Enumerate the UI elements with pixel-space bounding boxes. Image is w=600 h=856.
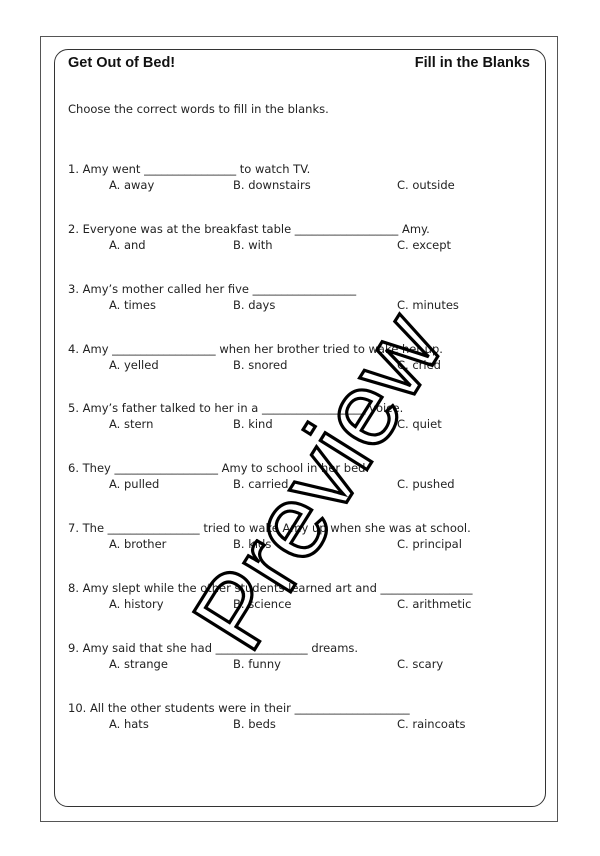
- activity-type: Fill in the Blanks: [414, 55, 530, 71]
- question-item: 4. Amy __________________ when her broth…: [68, 341, 538, 373]
- option-b: B. science: [233, 597, 292, 611]
- instructions: Choose the correct words to fill in the …: [68, 102, 329, 116]
- question-item: 7. The ________________ tried to wake Am…: [68, 520, 538, 552]
- answer-options: A. hats B. beds C. raincoats: [68, 716, 538, 732]
- option-a: A. times: [109, 298, 156, 312]
- question-item: 10. All the other students were in their…: [68, 700, 538, 732]
- option-b: B. days: [233, 298, 276, 312]
- answer-options: A. stern B. kind C. quiet: [68, 416, 538, 432]
- option-c: C. quiet: [397, 417, 442, 431]
- option-a: A. pulled: [109, 477, 160, 491]
- option-c: C. arithmetic: [397, 597, 472, 611]
- answer-options: A. strange B. funny C. scary: [68, 656, 538, 672]
- option-c: C. except: [397, 238, 452, 252]
- option-b: B. downstairs: [233, 178, 311, 192]
- option-c: C. principal: [397, 537, 462, 551]
- page-outer-border: [40, 36, 558, 822]
- option-a: A. history: [109, 597, 164, 611]
- answer-options: A. brother B. kids C. principal: [68, 536, 538, 552]
- question-item: 2. Everyone was at the breakfast table _…: [68, 221, 538, 253]
- question-stem: 4. Amy __________________ when her broth…: [68, 342, 443, 356]
- question-item: 9. Amy said that she had _______________…: [68, 640, 538, 672]
- question-stem: 8. Amy slept while the other students le…: [68, 581, 473, 595]
- option-a: A. yelled: [109, 358, 159, 372]
- option-b: B. beds: [233, 717, 276, 731]
- answer-options: A. and B. with C. except: [68, 237, 538, 253]
- option-a: A. hats: [109, 717, 149, 731]
- option-b: B. with: [233, 238, 273, 252]
- option-a: A. brother: [109, 537, 167, 551]
- answer-options: A. away B. downstairs C. outside: [68, 177, 538, 193]
- option-a: A. away: [109, 178, 155, 192]
- option-c: C. cried: [397, 358, 441, 372]
- question-stem: 10. All the other students were in their…: [68, 701, 410, 715]
- option-a: A. and: [109, 238, 146, 252]
- option-b: B. funny: [233, 657, 281, 671]
- question-item: 8. Amy slept while the other students le…: [68, 580, 538, 612]
- question-stem: 3. Amy’s mother called her five ________…: [68, 282, 357, 296]
- option-c: C. minutes: [397, 298, 459, 312]
- option-a: A. stern: [109, 417, 154, 431]
- question-item: 5. Amy’s father talked to her in a _____…: [68, 400, 538, 432]
- option-a: A. strange: [109, 657, 168, 671]
- option-b: B. kind: [233, 417, 273, 431]
- question-stem: 2. Everyone was at the breakfast table _…: [68, 222, 430, 236]
- option-b: B. snored: [233, 358, 288, 372]
- question-stem: 7. The ________________ tried to wake Am…: [68, 521, 471, 535]
- answer-options: A. times B. days C. minutes: [68, 297, 538, 313]
- question-stem: 5. Amy’s father talked to her in a _____…: [68, 401, 404, 415]
- answer-options: A. history B. science C. arithmetic: [68, 596, 538, 612]
- answer-options: A. yelled B. snored C. cried: [68, 357, 538, 373]
- answer-options: A. pulled B. carried C. pushed: [68, 476, 538, 492]
- worksheet-frame: [54, 49, 546, 807]
- option-b: B. carried: [233, 477, 289, 491]
- question-item: 6. They __________________ Amy to school…: [68, 460, 538, 492]
- question-stem: 6. They __________________ Amy to school…: [68, 461, 370, 475]
- question-item: 3. Amy’s mother called her five ________…: [68, 281, 538, 313]
- option-c: C. scary: [397, 657, 444, 671]
- question-stem: 1. Amy went ________________ to watch TV…: [68, 162, 311, 176]
- option-c: C. raincoats: [397, 717, 466, 731]
- worksheet-title: Get Out of Bed!: [68, 55, 176, 71]
- option-c: C. pushed: [397, 477, 455, 491]
- question-item: 1. Amy went ________________ to watch TV…: [68, 161, 538, 193]
- option-c: C. outside: [397, 178, 455, 192]
- question-stem: 9. Amy said that she had _______________…: [68, 641, 359, 655]
- option-b: B. kids: [233, 537, 272, 551]
